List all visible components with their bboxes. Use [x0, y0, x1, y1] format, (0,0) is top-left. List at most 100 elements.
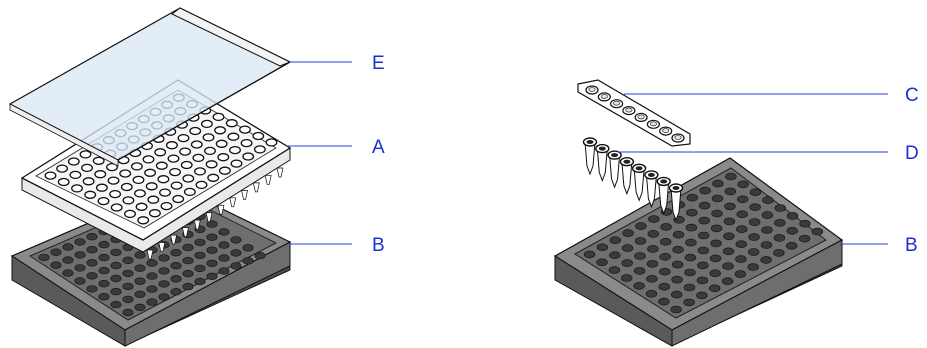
tray-well [748, 233, 760, 241]
tray-well [774, 219, 786, 227]
tray-well [735, 255, 747, 263]
tray-well [686, 193, 698, 202]
tray-well [647, 245, 659, 253]
plate-well [157, 175, 170, 184]
tray-well [230, 236, 242, 244]
tray-well [206, 246, 218, 254]
plate-well [160, 201, 173, 211]
tray-well [170, 275, 182, 283]
tray-well [734, 270, 747, 278]
tray-well [609, 236, 621, 244]
plate-well [132, 175, 145, 185]
tray-well [760, 256, 772, 264]
right-cap-strip [577, 79, 691, 147]
tray-well [170, 288, 182, 296]
strip-tube [621, 161, 633, 196]
tray-well [749, 203, 761, 211]
plate-well [134, 189, 146, 198]
tray-well [122, 269, 134, 278]
strip-tube [596, 148, 608, 182]
tray-well [170, 262, 182, 270]
plate-well [240, 138, 253, 148]
left-assembly: E A B [8, 7, 385, 347]
plate-well [212, 112, 225, 122]
tray-well [685, 223, 698, 232]
tray-well [660, 223, 672, 231]
strip-tube-opening [660, 179, 668, 184]
plate-well [195, 180, 208, 190]
tray-well [230, 262, 242, 270]
tray-well [722, 262, 734, 271]
tray-well [723, 217, 736, 226]
plate-well [154, 148, 167, 157]
tray-well [708, 284, 721, 293]
tray-well [122, 282, 134, 291]
tray-well [785, 242, 798, 250]
tray-well [684, 253, 697, 262]
plate-well [120, 182, 133, 192]
tray-well [146, 272, 158, 280]
tray-well [50, 261, 62, 269]
tray-well [134, 290, 146, 298]
plate-well [124, 209, 136, 219]
plate-well [56, 164, 69, 173]
plate-well [169, 167, 181, 177]
plate-well [205, 160, 218, 169]
tray-well [206, 272, 218, 280]
tray-well [735, 240, 747, 248]
plate-well [218, 166, 231, 175]
tray-well [122, 308, 134, 317]
plate-well [225, 119, 238, 128]
tray-well [659, 252, 671, 261]
tray-well [671, 275, 683, 284]
tray-well [621, 244, 634, 252]
tray-well [98, 266, 110, 275]
strip-cap-inner [662, 128, 670, 133]
plate-well [159, 188, 171, 197]
tray-well [736, 210, 748, 219]
tray-well [635, 222, 647, 230]
strip-tube-opening [672, 186, 680, 190]
tray-well [622, 229, 634, 237]
tray-well [170, 249, 182, 257]
tray-well [218, 241, 230, 249]
tray-well [230, 249, 242, 257]
plate-well [81, 163, 93, 173]
plate-well [217, 153, 230, 162]
plate-well [172, 194, 185, 204]
tray-well [646, 274, 658, 283]
tray-well [206, 259, 218, 267]
tray-well [62, 243, 74, 251]
tray-well [194, 277, 206, 286]
tray-well [634, 237, 647, 245]
tray-well [645, 289, 658, 298]
tray-well [711, 194, 724, 203]
plate-well [148, 209, 161, 218]
callout-b-right: B [840, 235, 918, 256]
tray-well [110, 274, 122, 283]
tray-well [206, 220, 218, 228]
tray-well [194, 251, 206, 260]
plate-well [182, 174, 195, 183]
tray-well [242, 257, 254, 265]
tray-well [698, 201, 711, 210]
strip-tube-opening [598, 146, 606, 151]
tray-well [773, 249, 785, 257]
tray-well [38, 253, 50, 262]
strip-cap-inner [637, 114, 645, 120]
tray-well [218, 228, 230, 236]
plate-well [170, 181, 183, 190]
tray-well [709, 269, 721, 278]
right-tube-strip [582, 137, 684, 222]
tray-well [811, 227, 824, 236]
plate-well [130, 162, 143, 171]
plate-well [57, 177, 70, 187]
plate-well [145, 182, 158, 191]
tray-well [762, 196, 774, 204]
tray-well [74, 238, 86, 246]
tray-well [134, 264, 146, 272]
tray-well [254, 251, 266, 260]
callout-d: D [618, 143, 919, 164]
plate-well [253, 145, 266, 154]
tray-well [596, 258, 608, 267]
